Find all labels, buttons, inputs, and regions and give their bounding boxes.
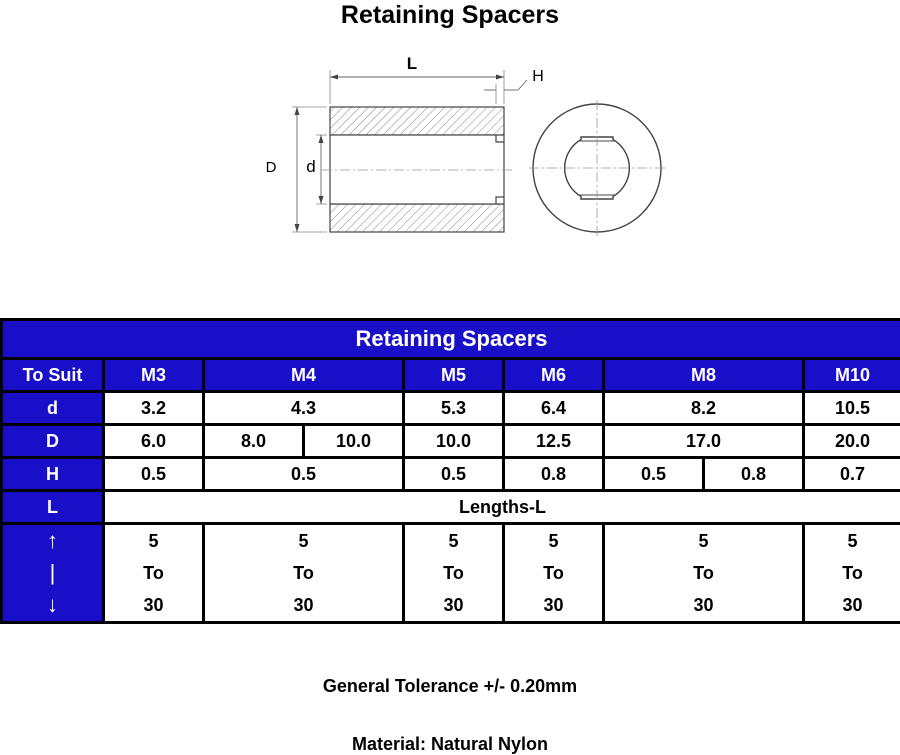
up-arrow-icon: ↑ bbox=[47, 528, 58, 553]
spec-table: Retaining Spacers To Suit M3 M4 M5 M6 M8… bbox=[0, 318, 900, 624]
cell-D-m5: 10.0 bbox=[402, 423, 505, 459]
suit-m5: M5 bbox=[402, 357, 505, 393]
spacer-bore bbox=[329, 134, 505, 205]
row-label-suit: To Suit bbox=[0, 357, 105, 393]
cell-d-m8: 8.2 bbox=[602, 390, 805, 426]
row-label-D: D bbox=[0, 423, 105, 459]
suit-m3: M3 bbox=[102, 357, 205, 393]
spacer-drawing: L H D d bbox=[266, 54, 665, 236]
cell-H-m6: 0.8 bbox=[502, 456, 605, 492]
table-title: Retaining Spacers bbox=[0, 318, 900, 360]
cell-H-m4: 0.5 bbox=[202, 456, 405, 492]
cell-H-m5: 0.5 bbox=[402, 456, 505, 492]
material-note: Material: Natural Nylon bbox=[351, 734, 549, 754]
label-D: D bbox=[266, 159, 277, 176]
row-label-d: d bbox=[0, 390, 105, 426]
cell-H-m8a: 0.5 bbox=[602, 456, 705, 492]
cell-D-m8: 17.0 bbox=[602, 423, 805, 459]
table-row-suit: To Suit M3 M4 M5 M6 M8 M10 bbox=[0, 357, 900, 393]
cell-H-m10: 0.7 bbox=[801, 456, 900, 492]
down-arrow-icon: ↓ bbox=[47, 592, 58, 617]
row-label-L: L bbox=[0, 489, 105, 525]
cell-d-m5: 5.3 bbox=[402, 390, 505, 426]
suit-m8: M8 bbox=[602, 357, 805, 393]
label-H: H bbox=[532, 68, 544, 85]
cell-D-m10: 20.0 bbox=[801, 423, 900, 459]
suit-m10: M10 bbox=[801, 357, 900, 393]
spacer-bottom-wall bbox=[329, 203, 505, 233]
suit-m4: M4 bbox=[202, 357, 405, 393]
table-row-D: D 6.0 8.0 10.0 10.0 12.5 17.0 20.0 bbox=[0, 423, 900, 459]
label-d: d bbox=[306, 157, 315, 176]
cell-D-m3: 6.0 bbox=[102, 423, 205, 459]
cell-d-m3: 3.2 bbox=[102, 390, 205, 426]
cell-D-m4b: 10.0 bbox=[302, 423, 405, 459]
length-arrow-cell: ↑ | ↓ bbox=[0, 522, 105, 624]
bar-icon: | bbox=[49, 560, 56, 585]
suit-m6: M6 bbox=[502, 357, 605, 393]
lengths-label: Lengths-L bbox=[101, 489, 900, 525]
cell-d-m6: 6.4 bbox=[502, 390, 605, 426]
table-row-L: L Lengths-L bbox=[0, 489, 900, 525]
table-row-H: H 0.5 0.5 0.5 0.8 0.5 0.8 0.7 bbox=[0, 456, 900, 492]
label-L: L bbox=[407, 54, 417, 73]
cell-D-m6: 12.5 bbox=[502, 423, 605, 459]
table-row-d: d 3.2 4.3 5.3 6.4 8.2 10.5 bbox=[0, 390, 900, 426]
cell-D-m4a: 8.0 bbox=[202, 423, 305, 459]
cell-d-m4: 4.3 bbox=[202, 390, 405, 426]
cell-H-m3: 0.5 bbox=[102, 456, 205, 492]
tolerance-note: General Tolerance +/- 0.20mm bbox=[322, 676, 578, 696]
row-label-H: H bbox=[0, 456, 105, 492]
cell-H-m8b: 0.8 bbox=[702, 456, 805, 492]
page-title: Retaining Spacers bbox=[340, 1, 560, 29]
spacer-top-wall bbox=[329, 106, 505, 136]
cell-d-m10: 10.5 bbox=[801, 390, 900, 426]
